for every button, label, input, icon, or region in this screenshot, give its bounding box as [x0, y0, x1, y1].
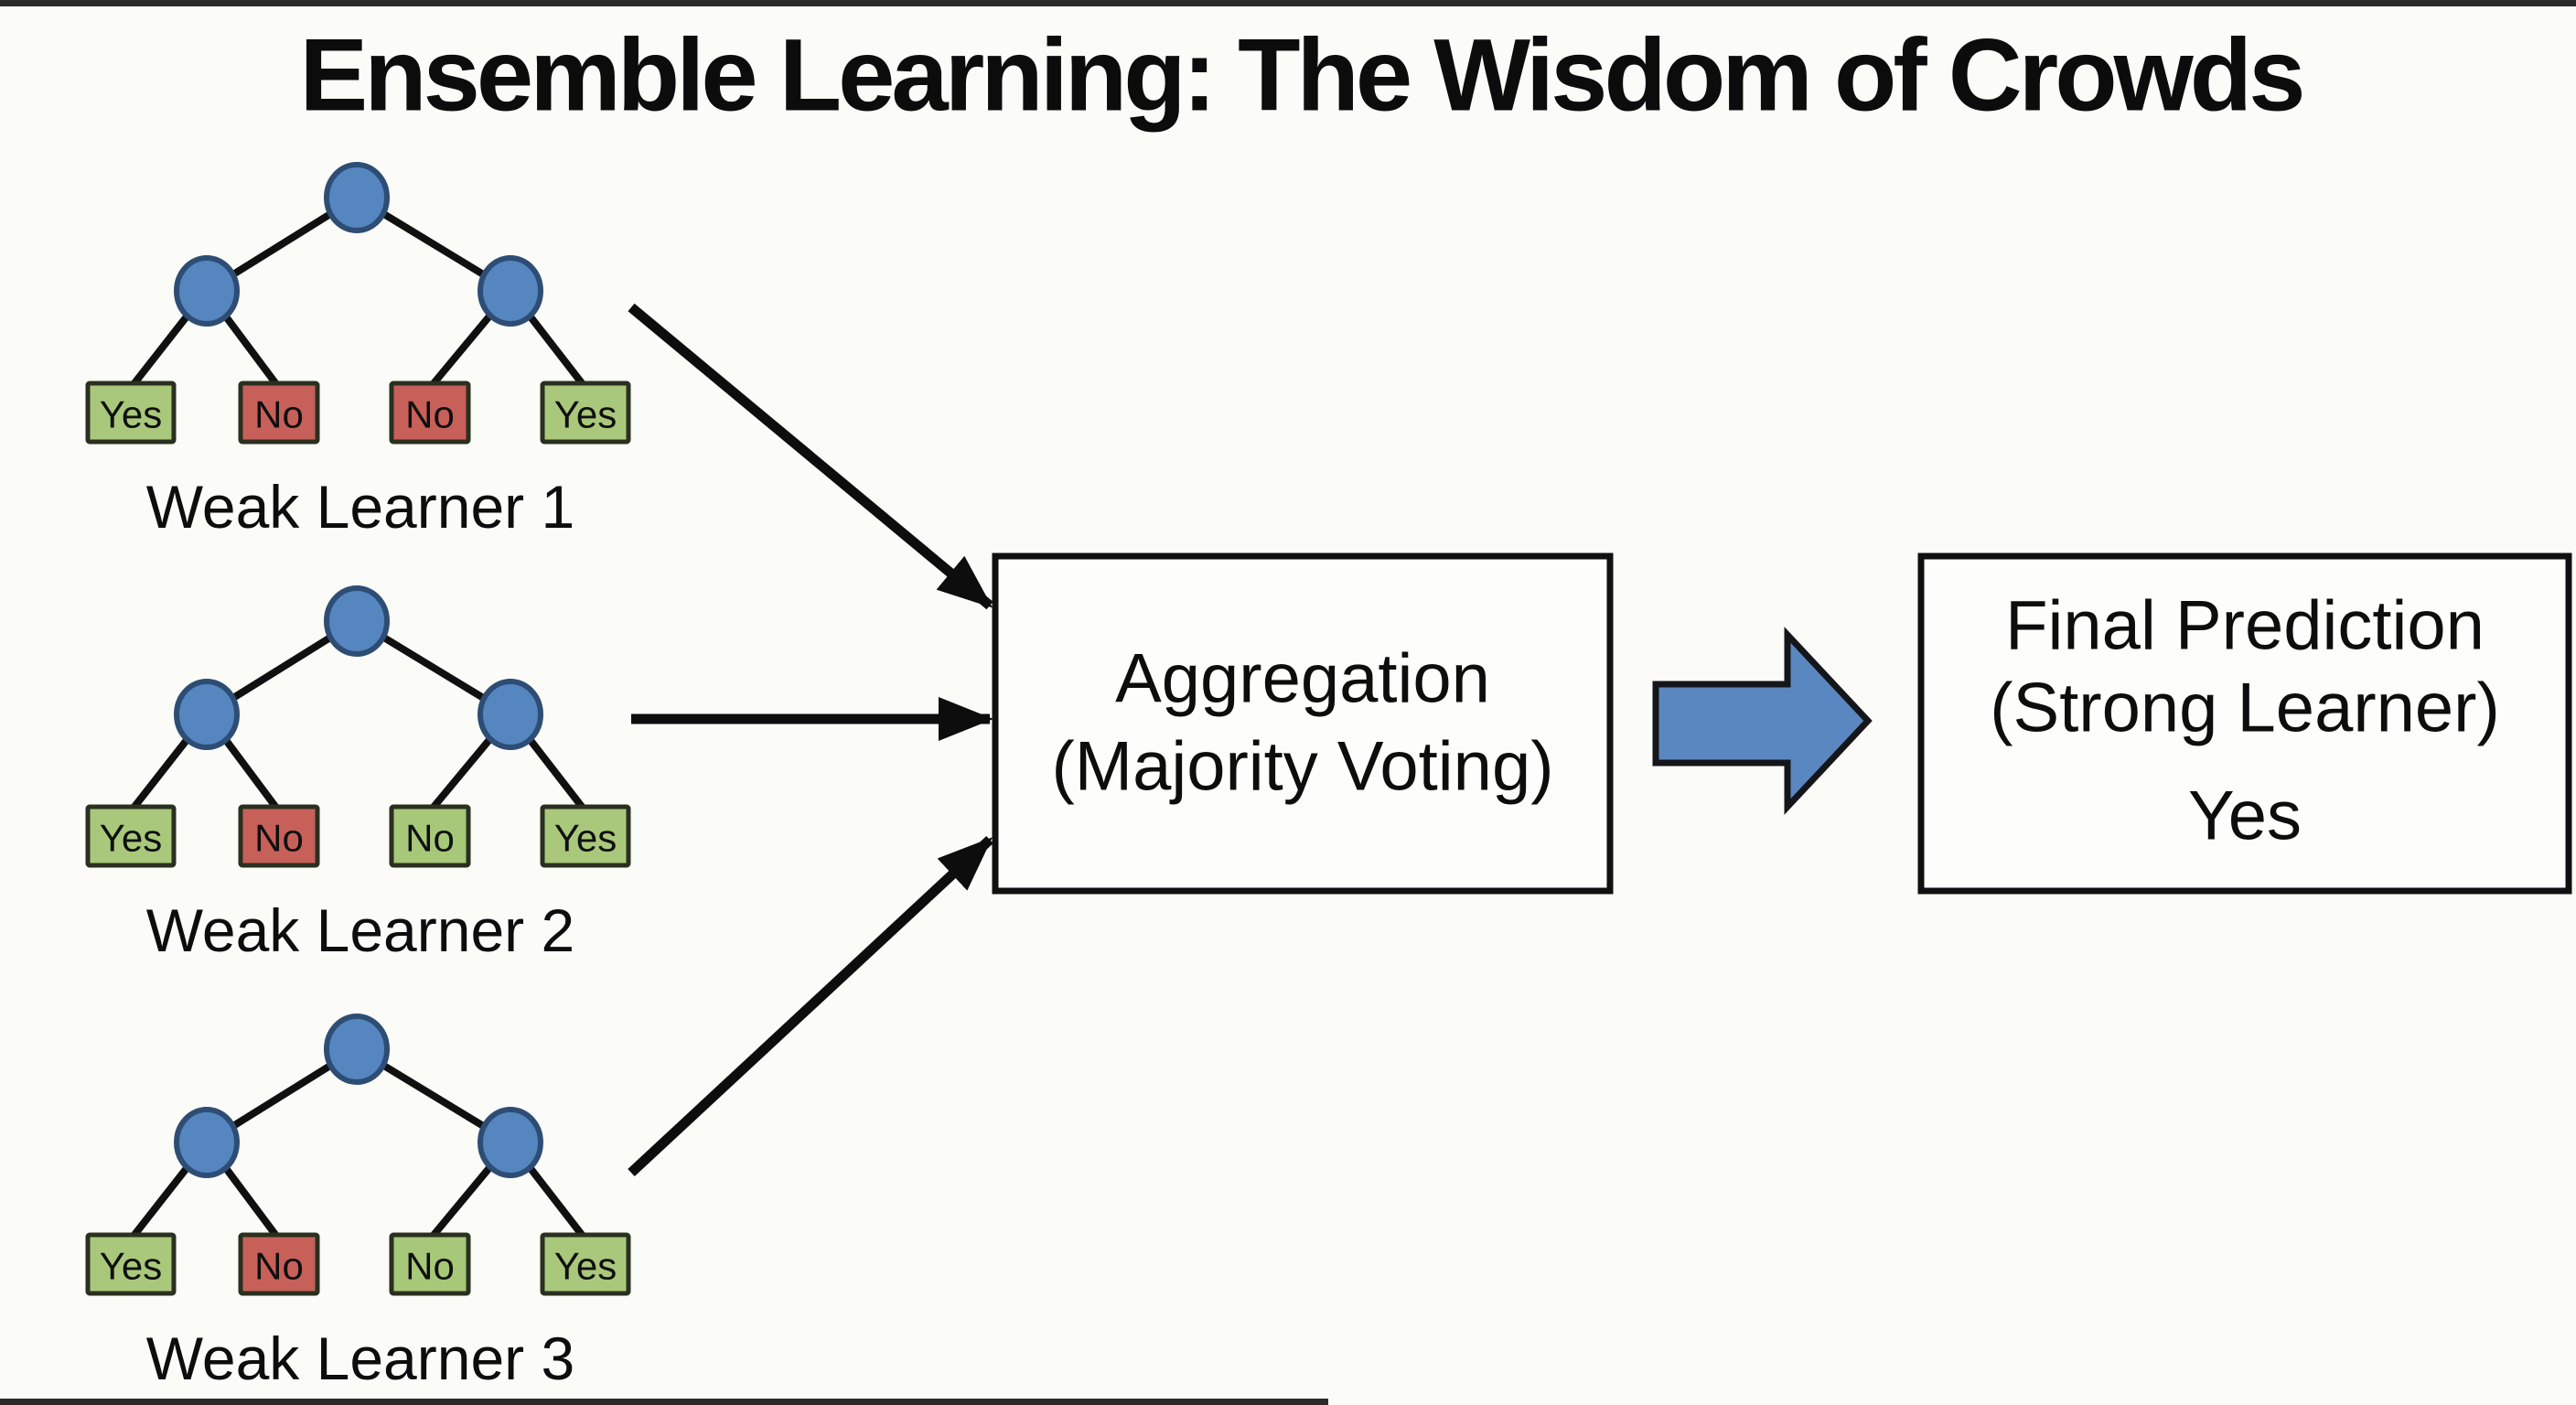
scan-edge-artifact-top [0, 0, 2576, 6]
leaf-box-no [238, 381, 320, 445]
final-result: Yes [2188, 778, 2302, 855]
arrow-learner3-to-aggregation [628, 835, 993, 1177]
decision-node-left [174, 1107, 240, 1178]
decision-node-root [324, 162, 390, 233]
weak-learner-3-tree: Yes No No Yes Weak Learner 3 [85, 1014, 631, 1392]
leaf-label: Yes [554, 817, 617, 860]
weak-learner-2-label: Weak Learner 2 [146, 896, 574, 964]
big-right-arrow [1652, 627, 1873, 815]
leaf-label: Yes [554, 1245, 617, 1288]
leaf-box-no [389, 1232, 471, 1296]
leaf-box-yes [540, 804, 631, 868]
leaf-box-yes [85, 381, 177, 445]
leaf-box-yes [85, 804, 177, 868]
weak-learner-3-label: Weak Learner 3 [146, 1325, 574, 1392]
leaf-label: Yes [554, 393, 617, 436]
leaf-box-no [389, 381, 471, 445]
aggregation-line1: Aggregation [1115, 640, 1490, 718]
decision-node-left [174, 679, 240, 750]
leaf-label: No [405, 393, 455, 436]
leaf-box-no [238, 804, 320, 868]
weak-learner-1-tree: Yes No No Yes Weak Learner 1 [85, 162, 631, 541]
aggregation-line2: (Majority Voting) [1051, 728, 1553, 806]
leaf-box-no [389, 804, 471, 868]
decision-node-right [478, 1107, 543, 1178]
leaf-label: Yes [100, 817, 163, 860]
diagram-title: Ensemble Learning: The Wisdom of Crowds [300, 18, 2302, 133]
decision-node-root [324, 585, 390, 657]
leaf-box-yes [540, 1232, 631, 1296]
final-prediction-box: Final Prediction (Strong Learner) Yes [1917, 552, 2572, 895]
weak-learner-1-label: Weak Learner 1 [146, 473, 574, 541]
leaf-label: Yes [100, 1245, 163, 1288]
final-line2: (Strong Learner) [1990, 670, 2500, 747]
decision-node-root [324, 1014, 390, 1085]
leaf-label: No [254, 1245, 304, 1288]
scan-edge-artifact-bottom [0, 1399, 1328, 1405]
decision-node-right [478, 255, 543, 327]
leaf-box-no [238, 1232, 320, 1296]
decision-node-left [174, 255, 240, 327]
leaf-label: No [254, 817, 304, 860]
leaf-label: No [254, 393, 304, 436]
leaf-label: No [405, 1245, 455, 1288]
arrow-learner1-to-aggregation [628, 303, 993, 610]
leaf-label: Yes [100, 393, 163, 436]
aggregation-box: Aggregation (Majority Voting) [992, 552, 1614, 895]
leaf-box-yes [85, 1232, 177, 1296]
weak-learner-2-tree: Yes No No Yes Weak Learner 2 [85, 585, 631, 964]
final-line1: Final Prediction [2005, 587, 2485, 665]
final-box-frame [1917, 552, 2572, 895]
decision-node-right [478, 679, 543, 750]
aggregation-box-frame [992, 552, 1614, 895]
leaf-box-yes [540, 381, 631, 445]
leaf-label: No [405, 817, 455, 860]
